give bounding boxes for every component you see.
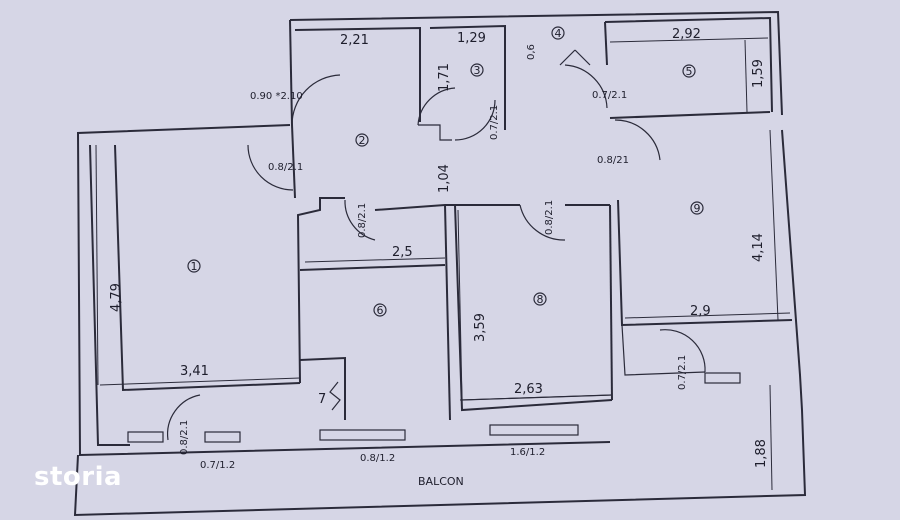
windows	[127, 372, 741, 443]
door-room3-label: 0.7/2.1	[489, 105, 500, 140]
room-number-9: 9	[694, 202, 701, 215]
room-number-5: 5	[686, 65, 693, 78]
dim-room8-length: 3,59	[473, 313, 488, 342]
dim-room1-width: 3,41	[180, 364, 209, 379]
dim-room8-width: 2,63	[514, 382, 543, 397]
room-marker-5	[682, 64, 696, 78]
door-room8-label: 0.8/2.1	[544, 200, 555, 235]
dim-hall-corridor: 1,04	[437, 164, 452, 193]
room-number-2: 2	[359, 134, 366, 147]
wardrobe-symbol	[329, 381, 341, 411]
room-markers: 1 2 3 4 5 6 7 8 9	[187, 26, 704, 407]
room-number-7: 7	[318, 392, 326, 407]
door-labels: 0.90 *2.10 0.8/2.1 0.8/2.1 0.7/2.1 0.7/2…	[179, 90, 688, 455]
door-room6-label: 0.8/2.1	[357, 203, 368, 238]
room-number-4: 4	[555, 27, 562, 40]
room-marker-2	[355, 133, 369, 147]
dim-room1-length: 4,79	[109, 283, 124, 312]
balcony-label: BALCON	[418, 475, 464, 488]
door-room1-label: 0.8/2.1	[268, 162, 303, 173]
room-marker-6	[373, 303, 387, 317]
dim-room5-length: 1,59	[751, 59, 766, 88]
door-room5-label: 0.7/2.1	[592, 90, 627, 101]
room-marker-3	[470, 63, 484, 77]
storia-logo: storia	[34, 462, 123, 492]
door-swings	[166, 49, 706, 441]
dim-room9-length: 4,14	[751, 233, 766, 262]
window-label-3: 1.6/1.2	[510, 447, 545, 458]
dim-room5-width: 2,92	[672, 27, 701, 42]
dimension-lines	[95, 37, 791, 491]
window-label-1: 0.7/1.2	[200, 460, 235, 471]
interior-walls	[114, 16, 793, 421]
dimension-labels: 2,21 1,29 2,92 3,41 2,5 2,63 2,9 4,79 1,…	[109, 27, 769, 468]
dim-room6-width: 2,5	[392, 245, 413, 260]
dim-room9-width: 2,9	[690, 304, 711, 319]
room-number-6: 6	[377, 304, 384, 317]
window-labels: 0.7/1.2 0.8/1.2 1.6/1.2	[200, 447, 545, 471]
dim-balcony-depth: 1,88	[754, 439, 769, 468]
dim-hall-top: 2,21	[340, 33, 369, 48]
room-marker-4	[551, 26, 565, 40]
door-entry-label: 0.90 *2.10	[250, 91, 303, 102]
outer-walls	[73, 10, 807, 517]
dim-room4-width: 0,6	[526, 44, 537, 60]
room-number-3: 3	[474, 64, 481, 77]
room-marker-1	[187, 259, 201, 273]
door-balcony-room1-label: 0.8/2.1	[179, 420, 190, 455]
room-marker-9	[690, 201, 704, 215]
room-number-8: 8	[537, 293, 544, 306]
room-number-1: 1	[191, 260, 198, 273]
room-marker-8	[533, 292, 547, 306]
dim-room3-length: 1,71	[437, 63, 452, 92]
door-room9-label: 0.8/21	[597, 155, 629, 166]
dim-room3-width: 1,29	[457, 31, 486, 46]
window-label-2: 0.8/1.2	[360, 453, 395, 464]
door-balcony-room9-label: 0.7/2.1	[677, 355, 688, 390]
